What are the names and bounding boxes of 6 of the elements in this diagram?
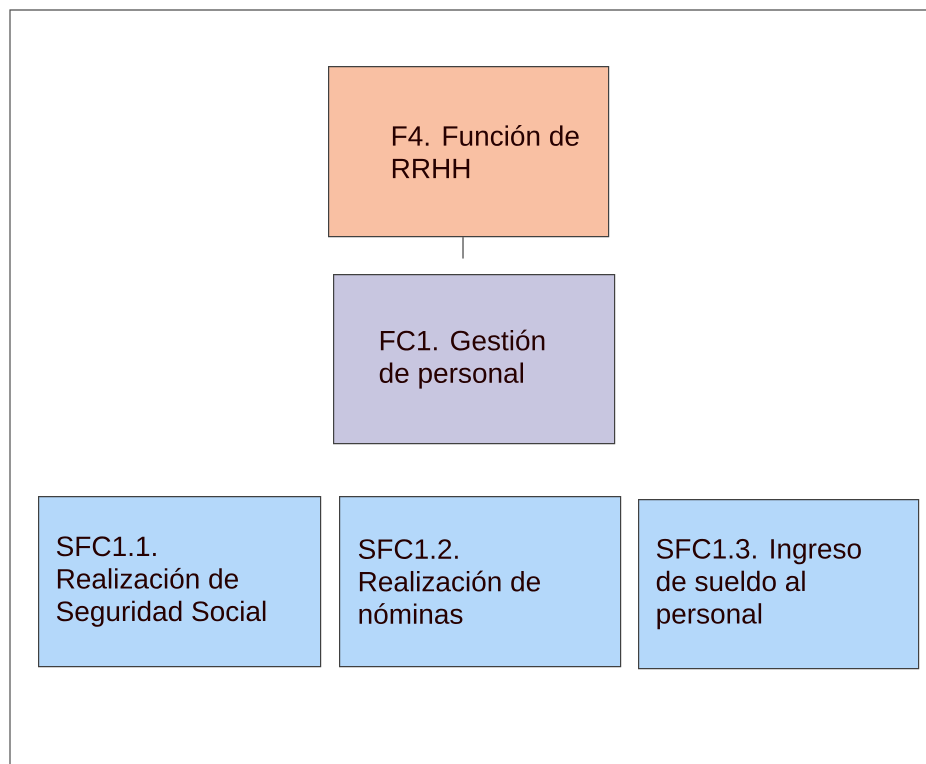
function-box: SFC1.2. Realización de nóminas [339,496,622,668]
connector-line [462,237,464,259]
function-box: F4. Función de RRHH [328,66,610,238]
function-box: SFC1.3. Ingreso de sueldo al personal [638,499,920,670]
function-box: FC1. Gestión de personal [333,274,616,444]
function-box: SFC1.1. Realización de Seguridad Social [38,496,322,668]
